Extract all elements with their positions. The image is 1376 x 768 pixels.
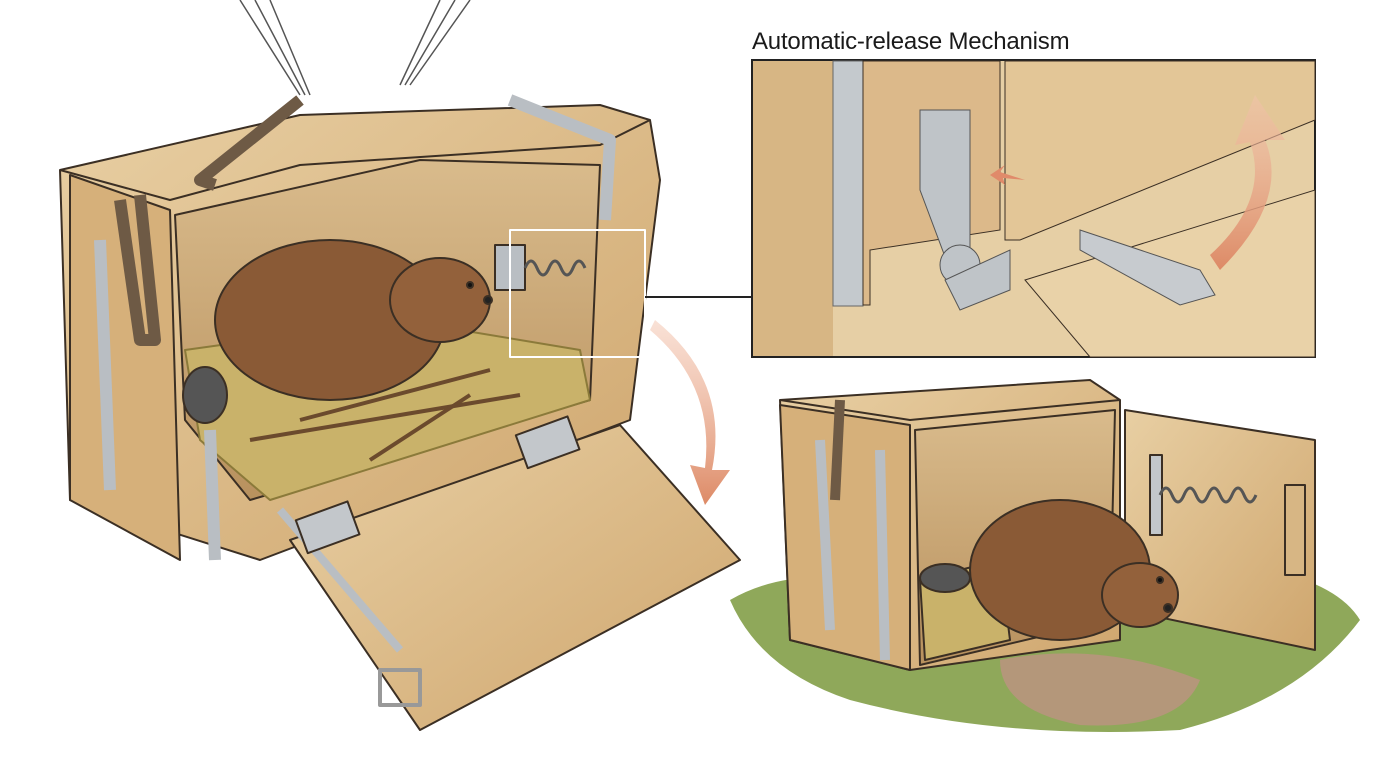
push-arrow [990, 165, 1025, 185]
detail-highlight-box [509, 229, 646, 358]
inset-title: Automatic-release Mechanism [752, 28, 1070, 55]
suspension-ropes [239, 0, 471, 96]
metal-band [94, 94, 616, 561]
strap [114, 95, 304, 346]
open-crate-trap [59, 94, 741, 731]
sticks [249, 368, 521, 462]
escaping-beaver [919, 499, 1179, 641]
beaver-in-crate [182, 239, 493, 424]
mechanism-detail-inset [751, 59, 1316, 358]
release-arrow [1210, 95, 1285, 270]
closing-arrow [650, 320, 730, 505]
released-crate [730, 379, 1360, 732]
trap-door [289, 424, 741, 731]
